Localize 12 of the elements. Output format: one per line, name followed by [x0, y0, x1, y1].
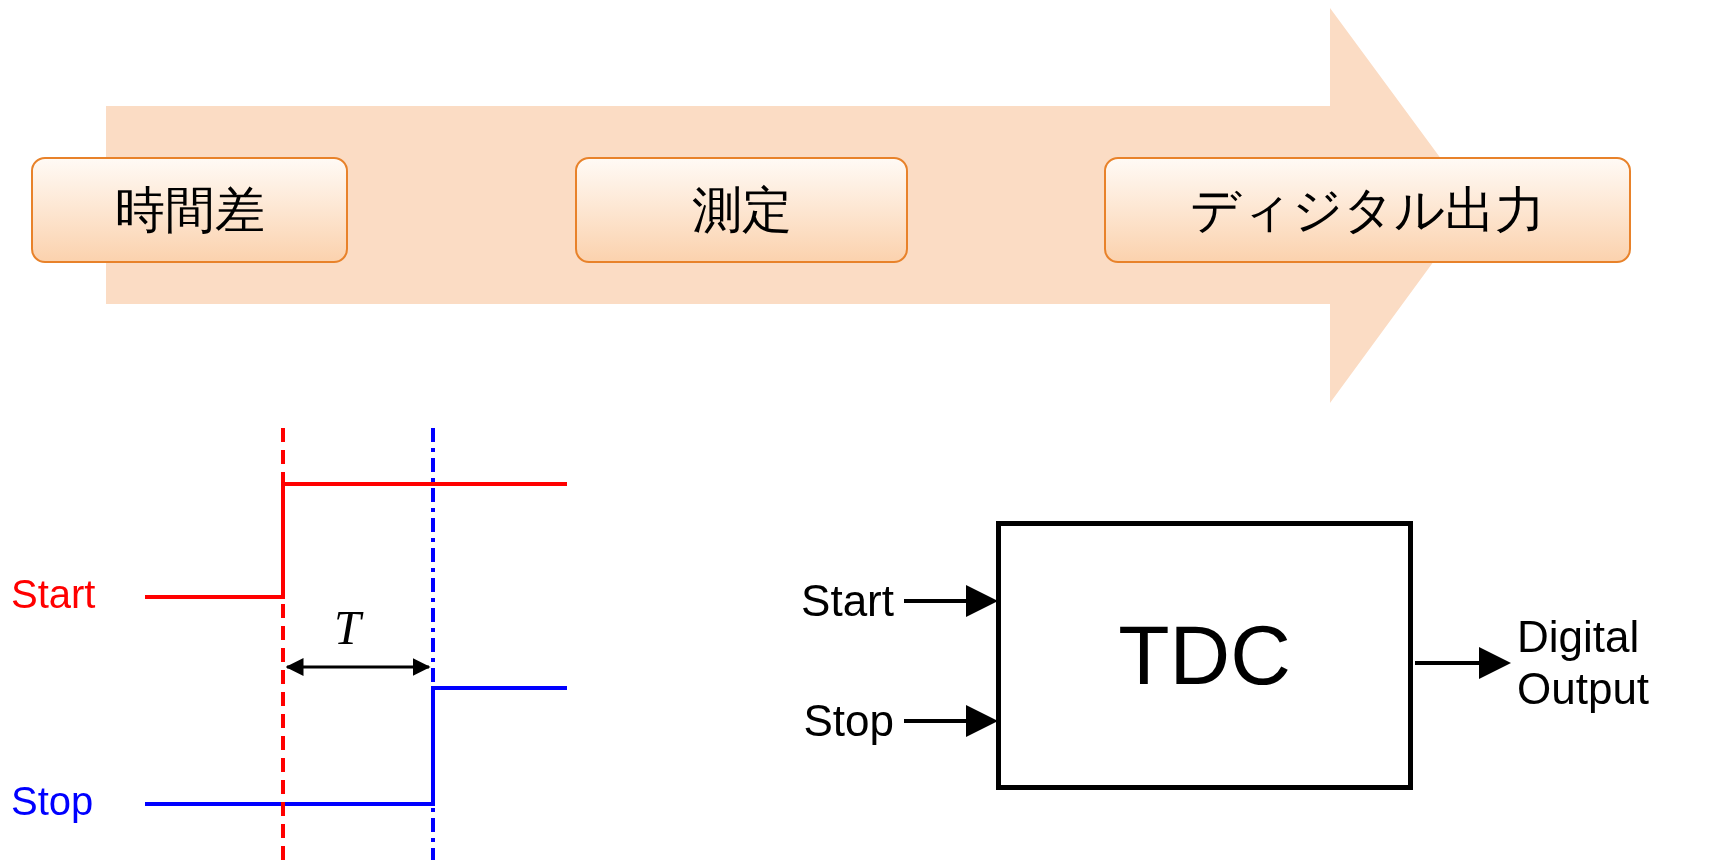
signal-text: Digital Output: [1517, 611, 1717, 715]
process-box: ディジタル出力: [1104, 157, 1631, 263]
arrow: [1415, 647, 1511, 679]
signal-label: Stop: [11, 779, 94, 824]
signal-label: Start: [11, 572, 96, 617]
process-box: 測定: [575, 157, 908, 263]
signal-text: Start: [760, 575, 894, 627]
arrow: [904, 585, 998, 617]
process-box: 時間差: [31, 157, 348, 263]
arrow: [904, 705, 998, 737]
block-box: TDC: [996, 521, 1413, 790]
signal-text: Stop: [760, 695, 894, 747]
